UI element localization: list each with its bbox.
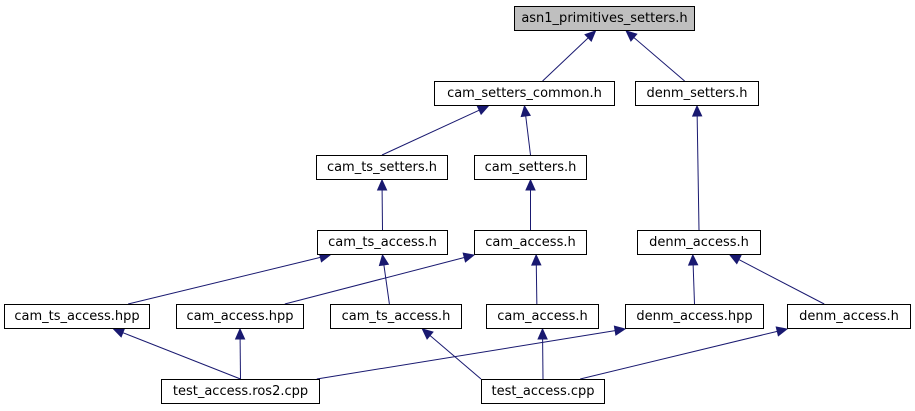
node-cam-setters-h[interactable]: cam_setters.h (474, 155, 587, 180)
edge-test_access_cpp-to-denm_access_h_2 (580, 330, 778, 380)
arrowhead-denm_setters_h-to-asn1_primitives_setters_h (625, 30, 638, 42)
arrowhead-test_access_ros2_cpp-to-denm_access_hpp (613, 325, 627, 336)
arrowhead-denm_access_h-to-denm_setters_h (691, 104, 703, 117)
edge-cam_access_hpp-to-cam_access_h (284, 257, 465, 305)
node-cam-access-h-leaf[interactable]: cam_access.h (486, 304, 599, 329)
arrowhead-test_access_cpp-to-cam_ts_access_h_2 (421, 328, 434, 340)
arrowhead-cam_access_h_2-to-cam_access_h (531, 253, 542, 266)
node-cam-access-hpp[interactable]: cam_access.hpp (176, 304, 304, 329)
node-cam-ts-setters-h[interactable]: cam_ts_setters.h (316, 155, 448, 180)
edge-cam_ts_access_hpp-to-cam_ts_access_h (127, 256, 321, 305)
arrowhead-cam_ts_access_h-to-cam_ts_setters_h (376, 178, 388, 191)
node-denm-access-h[interactable]: denm_access.h (637, 230, 761, 255)
arrowhead-cam_access_hpp-to-cam_access_h (462, 252, 476, 263)
edge-cam_setters_common_h-to-asn1_primitives_setters_h (542, 37, 589, 82)
node-test-access-cpp[interactable]: test_access.cpp (481, 379, 605, 404)
node-denm-setters-h[interactable]: denm_setters.h (635, 81, 759, 106)
arrowhead-test_access_cpp-to-cam_access_h_2 (537, 327, 548, 340)
node-asn1-primitives-setters-h: asn1_primitives_setters.h (514, 6, 695, 31)
arrowhead-cam_ts_access_h_2-to-cam_ts_access_h (378, 253, 390, 267)
arrowhead-test_access_ros2_cpp-to-cam_access_hpp (234, 327, 246, 340)
arrowhead-cam_setters_common_h-to-asn1_primitives_setters_h (584, 30, 597, 43)
edge-denm_access_hpp-to-denm_access_h (692, 264, 695, 305)
node-cam-ts-access-h-leaf[interactable]: cam_ts_access.h (330, 304, 462, 329)
edge-denm_access_h-to-denm_setters_h (696, 115, 700, 231)
edge-denm_access_h_2-to-denm_access_h (738, 259, 825, 305)
node-denm-access-h-leaf[interactable]: denm_access.h (787, 304, 911, 329)
edge-test_access_ros2_cpp-to-denm_access_hpp (316, 330, 616, 380)
edge-cam_setters_h-to-cam_setters_common_h (525, 115, 531, 156)
edge-cam_ts_setters_h-to-cam_setters_common_h (381, 109, 480, 156)
edge-test_access_ros2_cpp-to-cam_ts_access_hpp (122, 332, 241, 380)
edge-test_access_cpp-to-cam_ts_access_h_2 (429, 335, 482, 380)
arrowhead-denm_access_hpp-to-denm_access_h (687, 253, 699, 266)
edge-cam_ts_access_h_2-to-cam_ts_access_h (383, 264, 390, 305)
node-cam-ts-access-h[interactable]: cam_ts_access.h (317, 230, 448, 255)
node-cam-ts-access-hpp[interactable]: cam_ts_access.hpp (4, 304, 150, 329)
arrowhead-cam_setters_h-to-cam_setters_common_h (520, 104, 532, 118)
arrowhead-test_access_ros2_cpp-to-cam_ts_access_hpp (112, 327, 126, 338)
edge-cam_access_h_2-to-cam_access_h (535, 264, 538, 305)
node-denm-access-hpp[interactable]: denm_access.hpp (625, 304, 764, 329)
edge-denm_setters_h-to-asn1_primitives_setters_h (633, 37, 685, 82)
node-cam-setters-common-h[interactable]: cam_setters_common.h (434, 81, 615, 106)
arrowhead-cam_ts_setters_h-to-cam_setters_common_h (476, 105, 490, 116)
arrowhead-test_access_cpp-to-denm_access_h_2 (775, 326, 789, 337)
node-test-access-ros2-cpp[interactable]: test_access.ros2.cpp (161, 379, 320, 404)
arrowhead-cam_access_h-to-cam_setters_h (525, 178, 536, 191)
arrowhead-denm_access_h_2-to-denm_access_h (728, 254, 742, 265)
node-cam-access-h[interactable]: cam_access.h (474, 230, 587, 255)
